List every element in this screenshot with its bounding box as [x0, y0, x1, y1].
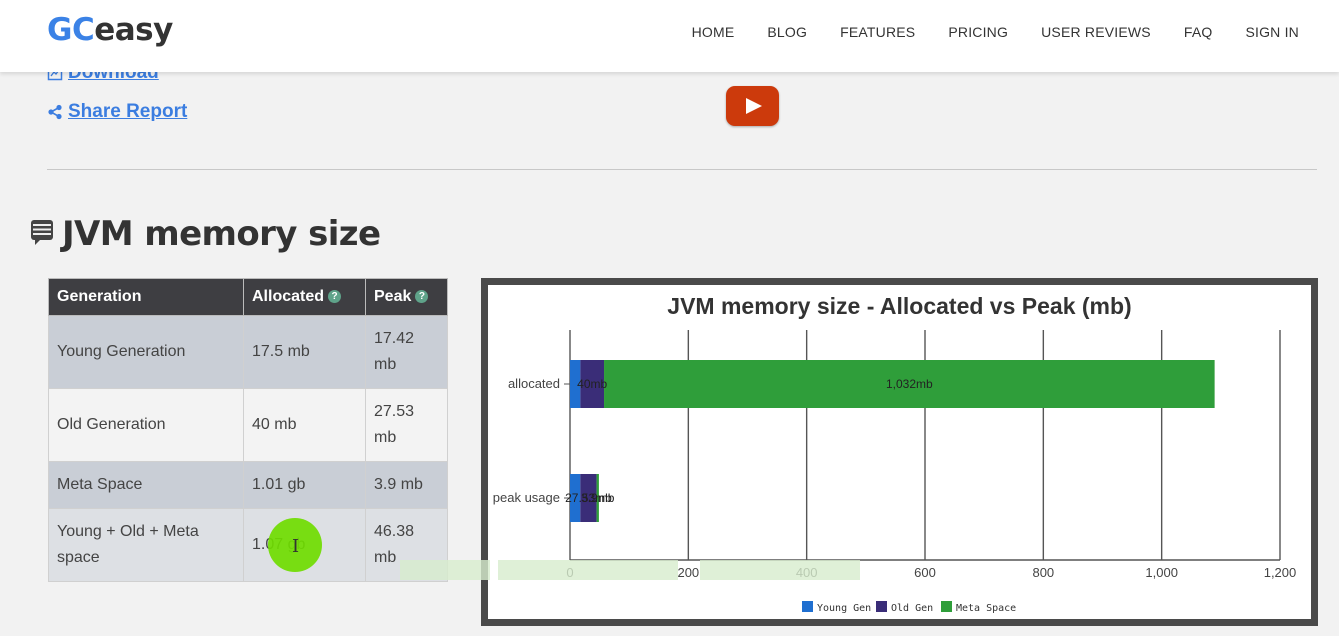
legend-label: Meta Space: [956, 603, 1016, 614]
jvm-memory-table: Generation Allocated? Peak? Young Genera…: [48, 278, 448, 582]
bar-segment: [570, 474, 581, 522]
table-row: Young + Old + Meta space 1.07 gb 46.38 m…: [48, 508, 448, 582]
gceasy-logo[interactable]: GCeasy: [47, 12, 173, 48]
cell-generation: Meta Space: [48, 461, 244, 509]
col-peak-label: Peak: [374, 288, 412, 305]
x-tick-label: 800: [1032, 565, 1054, 580]
bar-segment: [580, 360, 605, 408]
youtube-play-button[interactable]: [726, 86, 779, 126]
section-divider: [47, 169, 1317, 170]
help-icon[interactable]: ?: [328, 290, 342, 304]
cursor-highlight: [268, 518, 322, 572]
nav-faq[interactable]: FAQ: [1183, 24, 1213, 40]
x-tick-label: 600: [914, 565, 936, 580]
data-label: 1,032mb: [886, 377, 933, 391]
bar-segment: [604, 360, 1215, 408]
logo-easy-text: easy: [94, 12, 173, 48]
cell-generation: Young Generation: [48, 315, 244, 389]
table-row: Meta Space 1.01 gb 3.9 mb: [48, 461, 448, 509]
x-tick-label: 200: [677, 565, 699, 580]
category-label: allocated: [508, 376, 560, 391]
share-row: Share Report: [47, 99, 187, 125]
data-label: 27.53mb: [565, 491, 612, 505]
cell-peak: 3.9 mb: [365, 461, 448, 509]
cell-peak: 27.53 mb: [365, 388, 448, 462]
cell-allocated: 40 mb: [243, 388, 366, 462]
speech-bubble-icon: [30, 218, 54, 251]
blurred-overlay: [700, 560, 860, 580]
legend-swatch: [941, 601, 952, 612]
nav-sign-in[interactable]: SIGN IN: [1245, 24, 1299, 40]
table-row: Old Generation 40 mb 27.53 mb: [48, 388, 448, 462]
x-tick-label: 1,000: [1145, 565, 1178, 580]
col-allocated-label: Allocated: [252, 288, 325, 305]
nav-features[interactable]: FEATURES: [840, 24, 916, 40]
section-title: JVM memory size: [62, 214, 381, 254]
table-row: Young Generation 17.5 mb 17.42 mb: [48, 315, 448, 389]
legend-label: Young Gen: [817, 603, 871, 614]
share-icon: [47, 104, 63, 120]
main-nav: HOME BLOG FEATURES PRICING USER REVIEWS …: [692, 24, 1299, 40]
col-generation-label: Generation: [57, 288, 142, 305]
nav-user-reviews[interactable]: USER REVIEWS: [1041, 24, 1151, 40]
bar-segment: [596, 474, 599, 522]
top-header: GCeasy HOME BLOG FEATURES PRICING USER R…: [0, 0, 1339, 72]
col-peak: Peak?: [365, 278, 448, 316]
col-allocated: Allocated?: [243, 278, 366, 316]
blurred-overlay: [498, 560, 678, 580]
cell-allocated: 1.01 gb: [243, 461, 366, 509]
col-generation: Generation: [48, 278, 244, 316]
legend-swatch: [802, 601, 813, 612]
blurred-overlay: [400, 560, 490, 580]
bar-segment: [570, 360, 581, 408]
cell-allocated: 17.5 mb: [243, 315, 366, 389]
category-label: peak usage: [493, 490, 560, 505]
share-report-link[interactable]: Share Report: [68, 101, 188, 122]
help-icon[interactable]: ?: [415, 290, 429, 304]
logo-gc-text: GC: [47, 12, 95, 48]
nav-home[interactable]: HOME: [691, 24, 735, 40]
cell-peak: 17.42 mb: [365, 315, 448, 389]
x-tick-label: 1,200: [1264, 565, 1297, 580]
text-cursor-icon: I: [292, 536, 300, 557]
bar-segment: [580, 474, 597, 522]
chart-title: JVM memory size - Allocated vs Peak (mb): [667, 293, 1132, 319]
nav-blog[interactable]: BLOG: [767, 24, 808, 40]
section-heading: JVM memory size: [30, 214, 381, 254]
legend-label: Old Gen: [891, 603, 933, 614]
nav-pricing[interactable]: PRICING: [948, 24, 1009, 40]
table-header-row: Generation Allocated? Peak?: [48, 278, 448, 316]
data-label: 3.9mb: [581, 491, 615, 505]
data-label: 40mb: [577, 377, 607, 391]
cell-generation: Old Generation: [48, 388, 244, 462]
cell-generation: Young + Old + Meta space: [48, 508, 244, 582]
legend-swatch: [876, 601, 887, 612]
